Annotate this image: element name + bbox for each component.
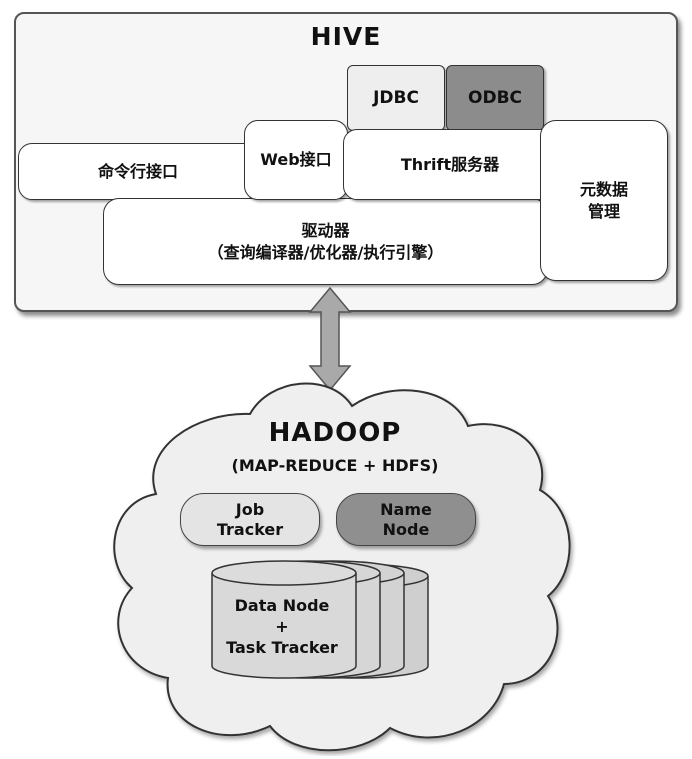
hadoop-subtitle: (MAP-REDUCE + HDFS): [231, 456, 439, 475]
data-node-label-line2: +: [275, 616, 289, 636]
driver-detail-label: （查询编译器/优化器/执行引擎）: [207, 242, 444, 262]
driver-box: 驱动器 （查询编译器/优化器/执行引擎）: [103, 198, 548, 285]
thrift-server-box: Thrift服务器: [343, 129, 557, 200]
name-node-label-line1: Name: [380, 499, 432, 519]
odbc-box: ODBC: [446, 65, 544, 131]
hive-title: HIVE: [310, 22, 382, 51]
name-node: Name Node: [336, 493, 476, 546]
thrift-server-label: Thrift服务器: [400, 154, 500, 174]
jdbc-box: JDBC: [347, 65, 445, 131]
metastore-label-line2: 管理: [587, 201, 620, 221]
metastore-box: 元数据 管理: [540, 120, 668, 281]
data-node-label: Data Node + Task Tracker: [212, 596, 352, 658]
job-tracker-node: Job Tracker: [180, 493, 320, 546]
web-interface-label: Web接口: [260, 150, 332, 170]
job-tracker-label-line1: Job: [235, 499, 265, 519]
cli-label: 命令行接口: [97, 161, 178, 181]
driver-label: 驱动器: [301, 220, 350, 240]
name-node-label-line2: Node: [382, 519, 430, 539]
metastore-label-line1: 元数据: [579, 179, 628, 199]
data-node-label-line1: Data Node: [234, 596, 330, 615]
hadoop-title: HADOOP: [268, 418, 402, 448]
cli-box: 命令行接口: [18, 143, 258, 200]
odbc-label: ODBC: [468, 87, 522, 108]
jdbc-label: JDBC: [373, 87, 419, 108]
web-interface-box: Web接口: [244, 120, 348, 200]
data-node-cylinders: [211, 560, 429, 679]
data-node-label-line3: Task Tracker: [226, 637, 338, 657]
job-tracker-label-line2: Tracker: [216, 519, 284, 539]
